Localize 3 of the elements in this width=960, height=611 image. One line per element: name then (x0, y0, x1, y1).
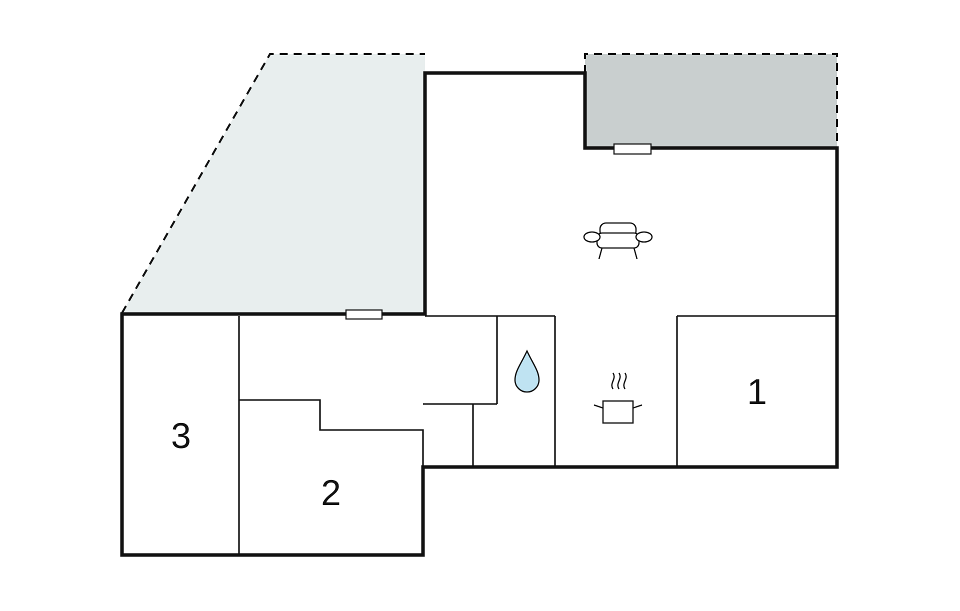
room-number: 1 (746, 374, 768, 410)
room-number: 3 (170, 418, 192, 454)
room-number: 2 (320, 475, 342, 511)
